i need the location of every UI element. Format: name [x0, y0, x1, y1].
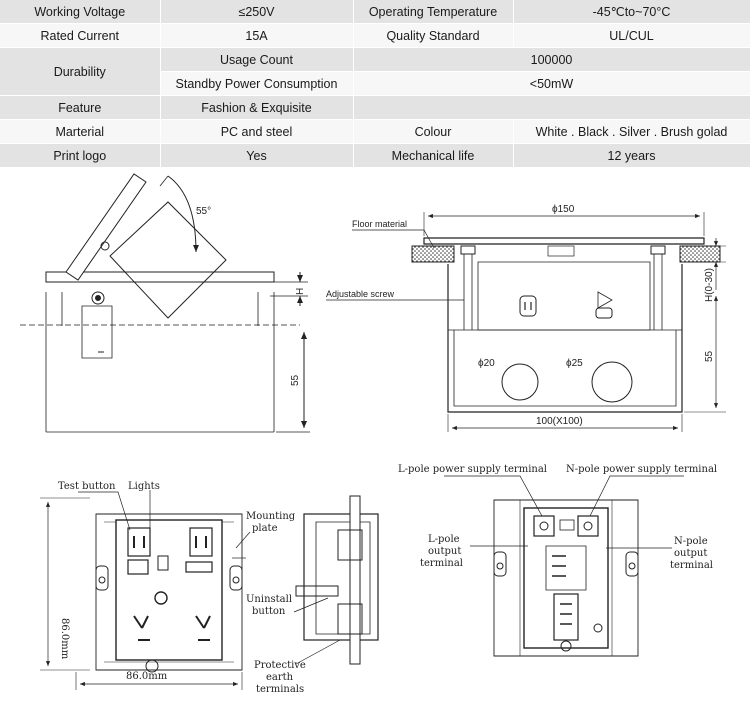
- n-pole-supply-label: N-pole power supply terminal: [566, 464, 717, 475]
- spec-label: Operating Temperature: [353, 0, 514, 24]
- earth-label: earth: [266, 672, 294, 683]
- n-pole-output-1: N-pole: [674, 536, 708, 547]
- l-pole-output-2: output: [428, 546, 461, 557]
- width-dim-label: 100(X100): [536, 416, 583, 427]
- front-view-drawing: [40, 490, 379, 690]
- spec-value: PC and steel: [160, 119, 354, 144]
- l-pole-supply-label: L-pole power supply terminal: [398, 464, 547, 475]
- spec-label: Feature: [0, 95, 161, 120]
- mounting-label: Mounting: [246, 511, 296, 522]
- plate-label: plate: [252, 523, 278, 534]
- spec-label: Marterial: [0, 119, 161, 144]
- spec-label: Usage Count: [160, 47, 354, 72]
- spec-value: -45℃to~70°C: [513, 0, 750, 24]
- spec-label: Standby Power Consumption: [160, 71, 354, 96]
- height-86-label: 86.0mm: [59, 618, 70, 660]
- spec-label-durability: Durability: [0, 47, 161, 96]
- spec-value: 100000: [353, 47, 750, 72]
- lid-angle-drawing: [20, 173, 310, 433]
- spec-row: Standby Power Consumption <50mW: [0, 71, 750, 96]
- spec-row: Feature Fashion & Exquisite: [0, 95, 750, 120]
- phi20-label: ϕ20: [478, 358, 495, 369]
- spec-row: Print logo Yes Mechanical life 12 years: [0, 143, 750, 168]
- terminals-label: terminals: [256, 684, 304, 695]
- phi150-label: ϕ150: [552, 204, 575, 215]
- protective-label: Protective: [254, 660, 306, 671]
- spec-value: Fashion & Exquisite: [160, 95, 354, 120]
- spec-row: Durability Usage Count 100000: [0, 47, 750, 96]
- spec-label: Print logo: [0, 143, 161, 168]
- l-pole-output-1: L-pole: [428, 534, 460, 545]
- spec-table: Working Voltage ≤250V Operating Temperat…: [0, 0, 750, 168]
- spec-value: 12 years: [513, 143, 750, 168]
- spec-value: UL/CUL: [513, 23, 750, 48]
- spec-value: 15A: [160, 23, 354, 48]
- rear-view-drawing: [444, 475, 684, 657]
- floor-material-label: Floor material: [352, 219, 407, 229]
- button-label: button: [252, 606, 286, 617]
- spec-empty: [353, 95, 750, 120]
- spec-label: Mechanical life: [353, 143, 514, 168]
- phi25-label: ϕ25: [566, 358, 583, 369]
- h-range-label: H(0-30): [704, 268, 715, 302]
- spec-value: ≤250V: [160, 0, 354, 24]
- test-button-label: Test button: [58, 481, 116, 492]
- lights-label: Lights: [128, 481, 160, 492]
- spec-value: Yes: [160, 143, 354, 168]
- spec-row: Working Voltage ≤250V Operating Temperat…: [0, 0, 750, 24]
- height-55-label: 55: [290, 374, 301, 386]
- floor-section-drawing: [326, 212, 726, 432]
- spec-row: Marterial PC and steel Colour White . Bl…: [0, 119, 750, 144]
- spec-value: <50mW: [353, 71, 750, 96]
- n-pole-output-2: output: [674, 548, 707, 559]
- spec-value: White . Black . Silver . Brush golad: [513, 119, 750, 144]
- width-86-label: 86.0mm: [126, 671, 168, 682]
- n-pole-output-3: terminal: [670, 560, 713, 571]
- spec-label: Rated Current: [0, 23, 161, 48]
- spec-label: Colour: [353, 119, 514, 144]
- adjustable-screw-label: Adjustable screw: [326, 289, 395, 299]
- angle-label: 55°: [196, 206, 211, 217]
- l-pole-output-3: terminal: [420, 558, 463, 569]
- spec-label: Working Voltage: [0, 0, 161, 24]
- spec-label: Quality Standard: [353, 23, 514, 48]
- spec-row: Rated Current 15A Quality Standard UL/CU…: [0, 23, 750, 48]
- height-55-label: 55: [704, 350, 715, 362]
- h-label: H: [295, 288, 306, 295]
- uninstall-label: Uninstall: [246, 594, 292, 605]
